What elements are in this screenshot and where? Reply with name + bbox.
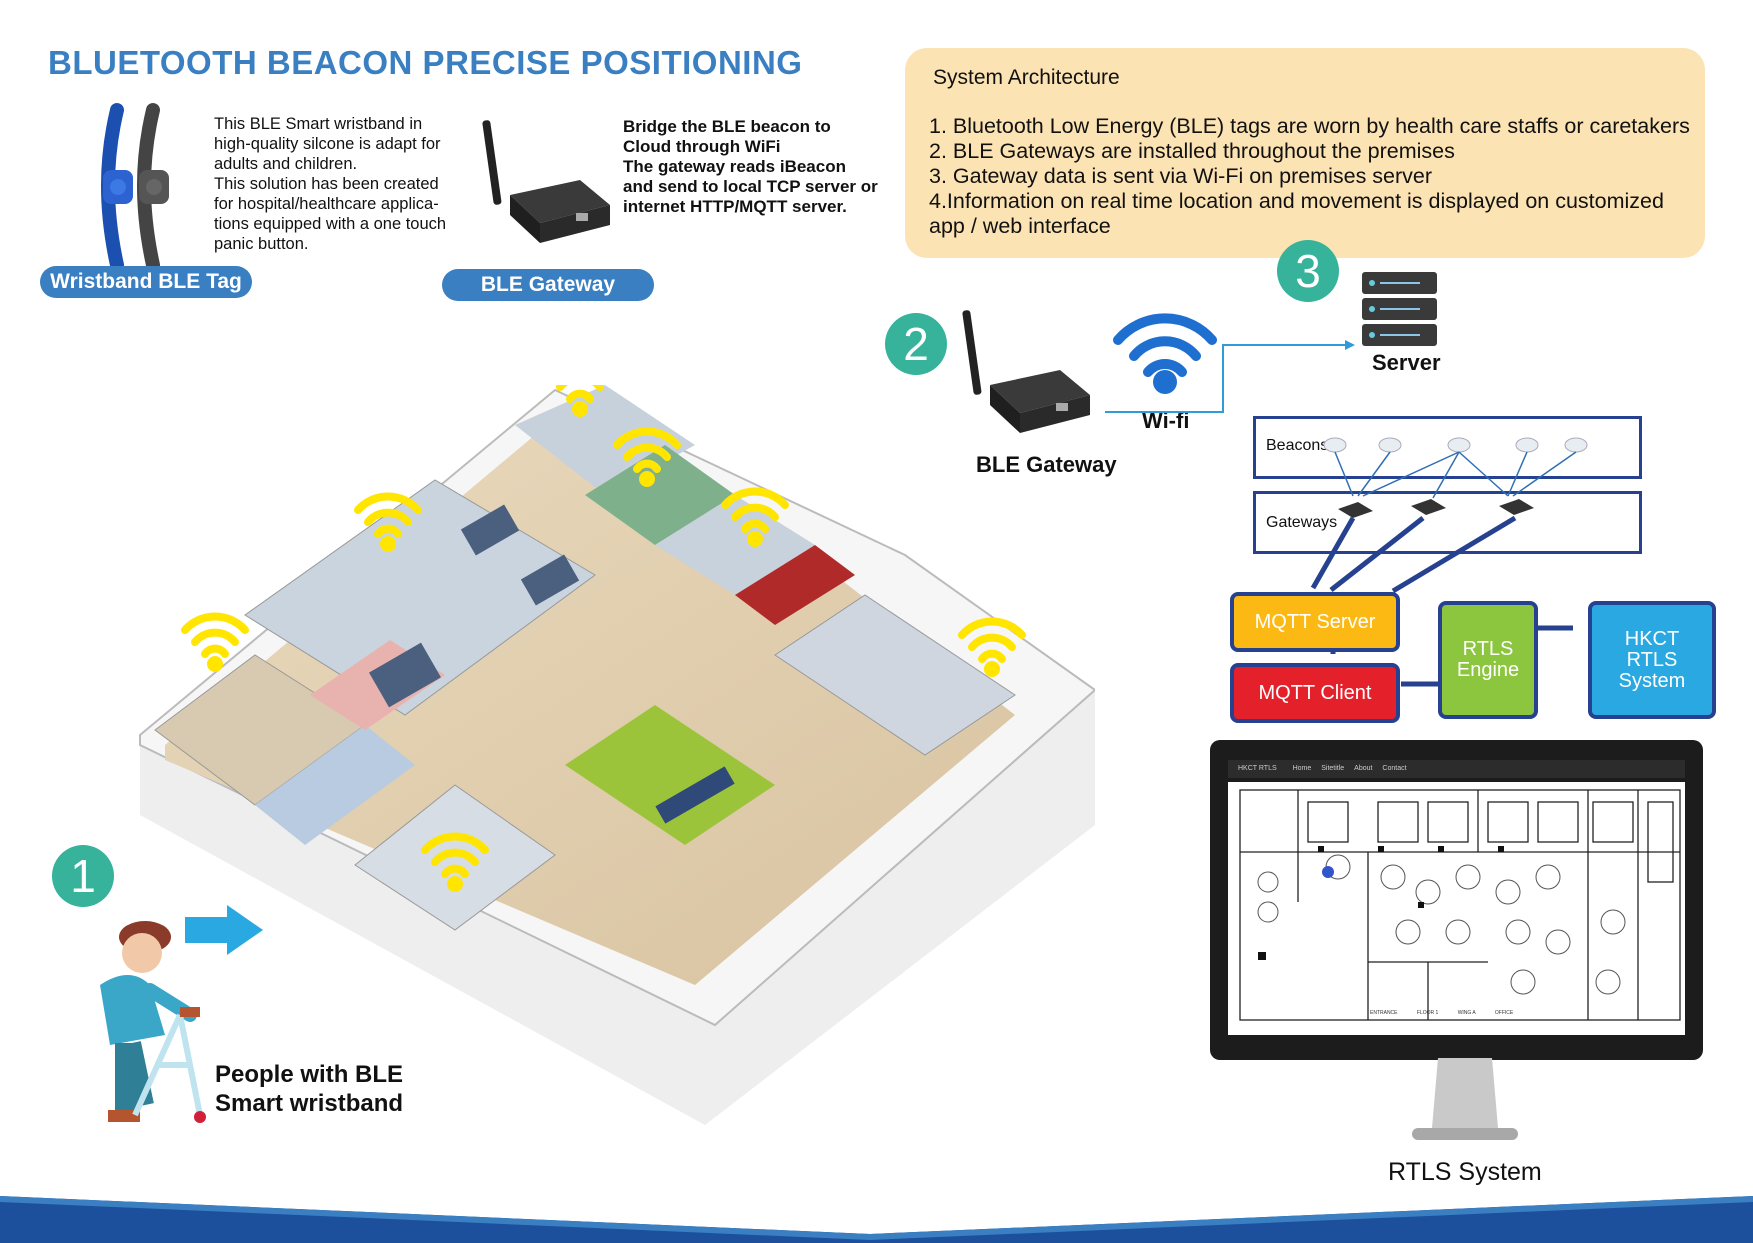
desc-line: adults and children. [214, 155, 358, 173]
screen-label: OFFICE [1494, 1010, 1514, 1016]
beacon-icon [1323, 437, 1347, 453]
gateway-small-icon [1338, 502, 1373, 518]
mqtt-server-box: MQTT Server [1230, 592, 1400, 652]
desc-line: and send to local TCP server or [623, 177, 878, 196]
architecture-list: 1. Bluetooth Low Energy (BLE) tags are w… [929, 114, 1690, 239]
nav-link: Sitetitle [1321, 765, 1345, 772]
server-icon [1362, 272, 1437, 346]
gateway-device-icon [962, 310, 1090, 433]
architecture-item: 4.Information on real time location and … [929, 189, 1664, 213]
beacon-icon [1515, 437, 1539, 453]
beacon-icon [1564, 437, 1588, 453]
beacon-icon [1447, 437, 1471, 453]
step-2-badge: 2 [885, 313, 947, 375]
gateway-label: BLE Gateway [976, 452, 1117, 477]
nav-link: Home [1292, 765, 1312, 772]
wristband-description: This BLE Smart wristband in high-quality… [214, 114, 446, 254]
beacons-label: Beacons [1266, 437, 1329, 454]
architecture-heading: System Architecture [933, 66, 1120, 89]
desc-line: Cloud through WiFi [623, 137, 781, 156]
gateway-small-icon [1499, 499, 1534, 515]
desc-line: high-quality silcone is adapt for [214, 135, 441, 153]
monitor-stand [1412, 1058, 1518, 1140]
gateway-small-icon [1411, 499, 1446, 515]
page-title: BLUETOOTH BEACON PRECISE POSITIONING [48, 44, 803, 81]
hospital-floorplan-image [139, 385, 1095, 1125]
hkct-rtls-box: HKCT RTLS System [1588, 601, 1716, 719]
rtls-system-label: RTLS System [1388, 1158, 1542, 1186]
mqtt-client-box: MQTT Client [1230, 663, 1400, 723]
desc-line: for hospital/healthcare applica- [214, 195, 439, 213]
nav-link: Contact [1382, 765, 1407, 772]
wifi-signal-icon [181, 385, 1026, 892]
rtls-engine-line: RTLS [1462, 638, 1514, 660]
architecture-item: 1. Bluetooth Low Energy (BLE) tags are w… [929, 114, 1690, 138]
bottom-band [0, 1196, 1753, 1243]
screen-label: WING A [1457, 1010, 1476, 1016]
desc-line: internet HTTP/MQTT server. [623, 197, 847, 216]
screen-navbar: HKCT RTLS Home Sitetitle About Contact [1228, 760, 1685, 778]
step-1-badge: 1 [52, 845, 114, 907]
architecture-diagram-lines [1310, 437, 1588, 687]
rtls-engine-box: RTLS Engine [1438, 601, 1538, 719]
hkct-line: RTLS [1626, 648, 1678, 671]
architecture-item: 2. BLE Gateways are installed throughout… [929, 139, 1455, 163]
architecture-item: 3. Gateway data is sent via Wi-Fi on pre… [929, 164, 1433, 188]
desc-line: tions equipped with a one touch [214, 215, 447, 233]
gateway-description: Bridge the BLE beacon to Cloud through W… [623, 117, 878, 217]
desc-line: This BLE Smart wristband in [214, 115, 423, 133]
screen-floorplan [1228, 782, 1685, 1035]
screen-footer-labels: ENTRANCE FLOOR 1 WING A OFFICE [1370, 1010, 1513, 1016]
rtls-engine-line: Engine [1456, 659, 1520, 681]
connection-line [1105, 340, 1355, 413]
nav-brand: HKCT RTLS [1238, 765, 1277, 772]
monitor: HKCT RTLS Home Sitetitle About Contact [1210, 740, 1703, 1060]
wristband-pill: Wristband BLE Tag [40, 266, 252, 298]
gateway-device-image [482, 120, 610, 243]
gateway-pill: BLE Gateway [442, 269, 654, 301]
hkct-line: HKCT [1624, 627, 1680, 650]
screen-label: FLOOR 1 [1416, 1010, 1439, 1016]
server-label: Server [1372, 350, 1441, 375]
system-architecture-panel: System Architecture 1. Bluetooth Low Ene… [905, 48, 1705, 258]
people-label-line: People with BLE [215, 1061, 404, 1088]
hkct-line: System [1618, 669, 1686, 692]
wifi-icon [1113, 313, 1217, 394]
people-label-line: Smart wristband [215, 1090, 404, 1117]
desc-line: Bridge the BLE beacon to [623, 117, 831, 136]
nav-link: About [1354, 765, 1373, 772]
desc-line: This solution has been created [214, 175, 439, 193]
screen-label: ENTRANCE [1370, 1010, 1398, 1016]
people-label: People with BLE Smart wristband [215, 1060, 403, 1118]
beacon-icon [1378, 437, 1402, 453]
desc-line: The gateway reads iBeacon [623, 157, 846, 176]
elderly-person-image [100, 921, 206, 1123]
arrow-right-icon [185, 905, 263, 955]
desc-line: panic button. [214, 235, 309, 253]
gateways-row: Gateways [1253, 491, 1642, 554]
step-3-badge: 3 [1277, 240, 1339, 302]
wristband-image [101, 103, 169, 272]
gateways-label: Gateways [1266, 514, 1338, 531]
architecture-item: app / web interface [929, 214, 1111, 238]
